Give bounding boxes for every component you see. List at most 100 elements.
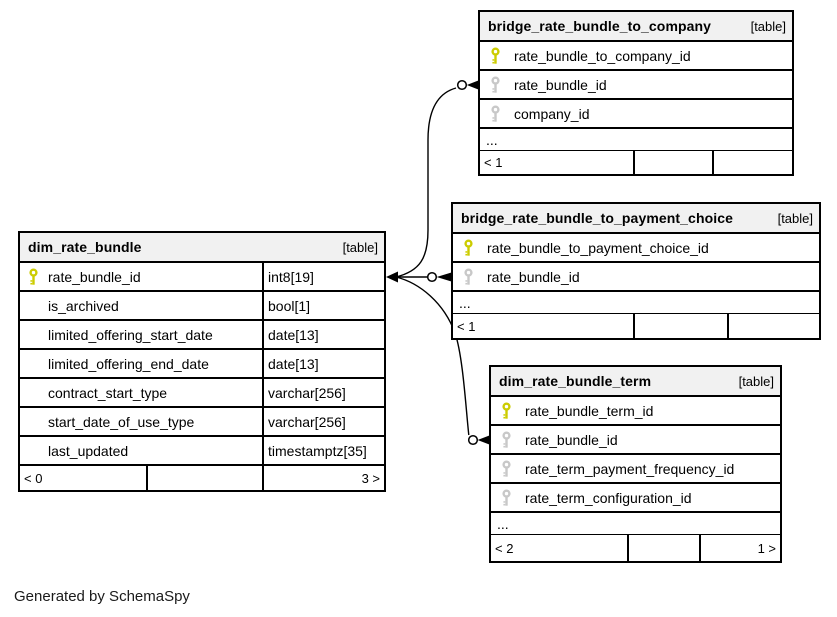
- column-name: rate_bundle_id: [525, 431, 618, 448]
- table-type-tag: [table]: [342, 239, 378, 255]
- column-type: varchar[256]: [268, 384, 346, 401]
- column-name-cell: rate_bundle_term_id: [491, 397, 780, 424]
- column-type: varchar[256]: [268, 413, 346, 430]
- table-bridge_rate_bundle_to_payment_choice: bridge_rate_bundle_to_payment_choice [tab…: [451, 202, 821, 340]
- footer-middle-cell: [148, 466, 264, 490]
- footer-child-count: [714, 151, 792, 174]
- column-name: is_archived: [48, 297, 119, 314]
- footer-parent-count: < 1: [480, 151, 635, 174]
- column-row-rate_bundle_id: rate_bundle_id: [480, 71, 792, 100]
- generator-note: Generated by SchemaSpy: [14, 588, 190, 605]
- column-name: company_id: [514, 105, 590, 122]
- column-row-rate_bundle_term_id: rate_bundle_term_id: [491, 397, 780, 426]
- column-name-cell: start_date_of_use_type: [20, 408, 264, 435]
- column-name-cell: is_archived: [20, 292, 264, 319]
- column-row-contract_start_type: contract_start_type varchar[256]: [20, 379, 384, 408]
- footer-middle-cell: [635, 314, 729, 338]
- column-name: rate_bundle_id: [514, 76, 607, 93]
- table-footer: < 1: [453, 314, 819, 338]
- table-name[interactable]: bridge_rate_bundle_to_payment_choice: [461, 210, 734, 226]
- table-dim_rate_bundle: dim_rate_bundle [table] rate_bundle_id int8…: [18, 231, 386, 492]
- column-name: rate_bundle_id: [487, 268, 580, 285]
- column-name-cell: last_updated: [20, 437, 264, 464]
- table-name[interactable]: bridge_rate_bundle_to_company: [488, 18, 712, 34]
- column-row-limited_offering_end_date: limited_offering_end_date date[13]: [20, 350, 384, 379]
- primary-key-icon: [28, 268, 39, 285]
- primary-key-icon: [490, 47, 501, 64]
- column-name: start_date_of_use_type: [48, 413, 195, 430]
- column-type: timestamptz[35]: [268, 442, 367, 459]
- foreign-key-icon: [463, 268, 474, 285]
- column-name-cell: rate_bundle_id: [480, 71, 792, 98]
- footer-child-count: [729, 314, 819, 338]
- column-name: limited_offering_end_date: [48, 355, 209, 372]
- column-row-last_updated: last_updated timestamptz[35]: [20, 437, 384, 466]
- column-row-limited_offering_start_date: limited_offering_start_date date[13]: [20, 321, 384, 350]
- column-name: rate_bundle_to_payment_choice_id: [487, 239, 709, 256]
- table-header: bridge_rate_bundle_to_payment_choice [tab…: [453, 204, 819, 234]
- foreign-key-icon: [501, 460, 512, 477]
- column-name-cell: limited_offering_end_date: [20, 350, 264, 377]
- table-bridge_rate_bundle_to_company: bridge_rate_bundle_to_company[table]rate…: [478, 10, 794, 176]
- column-type: bool[1]: [268, 297, 311, 314]
- column-row-rate_term_configuration_id: rate_term_configuration_id: [491, 484, 780, 513]
- fk-arrowhead-payment-choice: [436, 272, 451, 282]
- column-name: rate_bundle_term_id: [525, 402, 654, 419]
- column-name: rate_bundle_to_company_id: [514, 47, 691, 64]
- column-name-cell: rate_bundle_id: [453, 263, 819, 290]
- column-row-rate_term_payment_frequency_id: rate_term_payment_frequency_id: [491, 455, 780, 484]
- footer-child-count: 3 >: [361, 470, 380, 486]
- parent-arrowhead: [386, 271, 398, 283]
- column-row-rate_bundle_id: rate_bundle_id int8[19]: [20, 263, 384, 292]
- column-name: limited_offering_start_date: [48, 326, 213, 343]
- footer-middle-cell: [635, 151, 714, 174]
- column-name-cell: rate_bundle_to_payment_choice_id: [453, 234, 819, 261]
- column-name-cell: rate_term_configuration_id: [491, 484, 780, 511]
- column-name-cell: contract_start_type: [20, 379, 264, 406]
- table-header: dim_rate_bundle [table]: [20, 233, 384, 263]
- zero-circle-payment-choice: [426, 271, 438, 283]
- column-name-cell: rate_bundle_to_company_id: [480, 42, 792, 69]
- column-type: int8[19]: [268, 268, 314, 285]
- column-name-cell: limited_offering_start_date: [20, 321, 264, 348]
- table-footer: < 1: [480, 151, 792, 174]
- column-name: rate_term_payment_frequency_id: [525, 460, 735, 477]
- table-type-tag: [table]: [777, 210, 813, 226]
- column-row-rate_bundle_id: rate_bundle_id: [453, 263, 819, 292]
- column-name: last_updated: [48, 442, 129, 459]
- table-name[interactable]: dim_rate_bundle: [28, 239, 142, 255]
- foreign-key-icon: [501, 431, 512, 448]
- fk-arrowhead-term: [477, 435, 489, 445]
- column-name-cell: rate_bundle_id: [491, 426, 780, 453]
- zero-circle-term: [467, 434, 479, 446]
- foreign-key-icon: [501, 489, 512, 506]
- column-name-cell: rate_bundle_id: [20, 263, 264, 290]
- column-row-rate_bundle_to_payment_choice_id: rate_bundle_to_payment_choice_id: [453, 234, 819, 263]
- relationship-line-company: [395, 87, 457, 278]
- table-dim_rate_bundle_term: dim_rate_bundle_term [table] rate_bundle_t…: [489, 365, 782, 563]
- table-type-tag: [table]: [738, 373, 774, 389]
- column-name: contract_start_type: [48, 384, 168, 401]
- column-row-start_date_of_use_type: start_date_of_use_type varchar[256]: [20, 408, 384, 437]
- table-header: dim_rate_bundle_term [table]: [491, 367, 780, 397]
- column-name-cell: rate_term_payment_frequency_id: [491, 455, 780, 482]
- column-row-rate_bundle_id: rate_bundle_id: [491, 426, 780, 455]
- fk-arrowhead-company: [466, 80, 478, 90]
- column-name-cell: company_id: [480, 100, 792, 127]
- more-columns-ellipsis: ...: [453, 292, 819, 314]
- column-row-company_id: company_id: [480, 100, 792, 129]
- more-columns-ellipsis: ...: [491, 513, 780, 535]
- column-type: date[13]: [268, 326, 319, 343]
- primary-key-icon: [463, 239, 474, 256]
- column-name: rate_bundle_id: [48, 268, 141, 285]
- footer-child-count: 1 >: [757, 540, 776, 556]
- table-header: bridge_rate_bundle_to_company[table]: [480, 12, 792, 42]
- column-type: date[13]: [268, 355, 319, 372]
- primary-key-icon: [501, 402, 512, 419]
- table-name[interactable]: dim_rate_bundle_term: [499, 373, 652, 389]
- column-row-rate_bundle_to_company_id: rate_bundle_to_company_id: [480, 42, 792, 71]
